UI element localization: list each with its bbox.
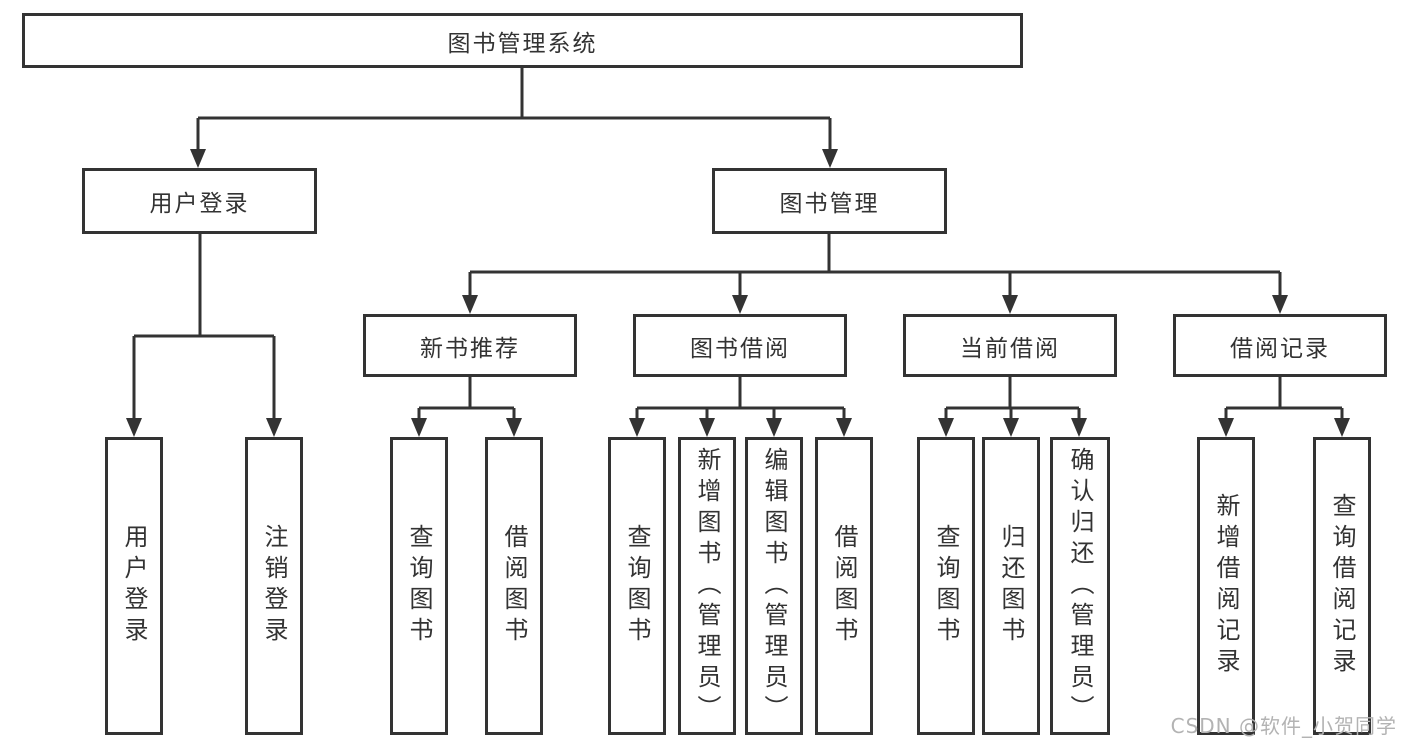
leaf-logout: 注销登录 — [245, 437, 303, 735]
leaf-label: 编辑图书（管理员） — [760, 446, 788, 726]
leaf-label: 借阅图书 — [830, 524, 858, 648]
leaf-label: 确认归还（管理员） — [1066, 446, 1094, 726]
leaf-label: 查询图书 — [405, 524, 433, 648]
leaf-add-book-admin: 新增图书（管理员） — [678, 437, 736, 735]
leaf-edit-book-admin: 编辑图书（管理员） — [745, 437, 803, 735]
node-book-borrow: 图书借阅 — [633, 314, 847, 377]
leaf-label: 归还图书 — [997, 524, 1025, 648]
watermark-text: CSDN @软件_小贺同学 — [1170, 714, 1397, 738]
leaf-label: 查询图书 — [623, 524, 651, 648]
leaf-label: 新增借阅记录 — [1212, 493, 1240, 679]
leaf-label: 用户登录 — [120, 524, 148, 648]
leaf-confirm-return-admin: 确认归还（管理员） — [1050, 437, 1110, 735]
leaf-label: 查询借阅记录 — [1328, 493, 1356, 679]
leaf-label: 查询图书 — [932, 524, 960, 648]
node-current-borrow: 当前借阅 — [903, 314, 1117, 377]
leaf-user-login: 用户登录 — [105, 437, 163, 735]
leaf-query-books-current: 查询图书 — [917, 437, 975, 735]
leaf-query-books-borrow: 查询图书 — [608, 437, 666, 735]
node-book-management-branch: 图书管理 — [712, 168, 947, 234]
leaf-add-borrow-record: 新增借阅记录 — [1197, 437, 1255, 735]
node-library-system: 图书管理系统 — [22, 13, 1023, 68]
node-user-login-branch: 用户登录 — [82, 168, 317, 234]
leaf-borrow-books: 借阅图书 — [815, 437, 873, 735]
leaf-label: 注销登录 — [260, 524, 288, 648]
leaf-borrow-books-recommend: 借阅图书 — [485, 437, 543, 735]
node-borrow-records: 借阅记录 — [1173, 314, 1387, 377]
leaf-label: 借阅图书 — [500, 524, 528, 648]
leaf-return-books: 归还图书 — [982, 437, 1040, 735]
leaf-label: 新增图书（管理员） — [693, 446, 721, 726]
node-new-book-recommend: 新书推荐 — [363, 314, 577, 377]
leaf-query-borrow-record: 查询借阅记录 — [1313, 437, 1371, 735]
leaf-query-books-recommend: 查询图书 — [390, 437, 448, 735]
